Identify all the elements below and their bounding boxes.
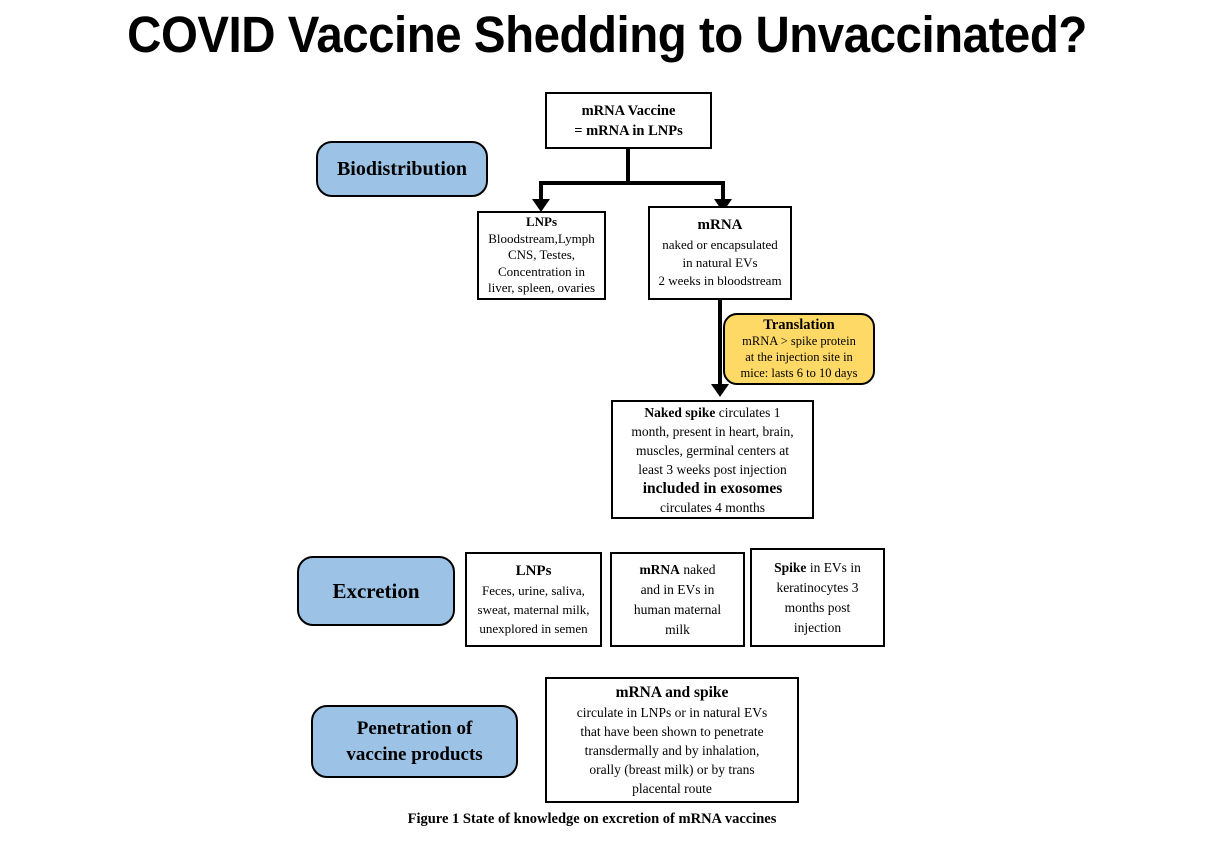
node-mrna-biodistribution-heading: mRNA xyxy=(697,217,743,233)
node-lnps-biodistribution-line-1: Bloodstream,Lymph xyxy=(488,230,595,246)
node-excretion-lnps: LNPs Feces, urine, saliva, sweat, matern… xyxy=(465,552,602,647)
connector-to-mrna xyxy=(721,181,725,204)
stage-badge-penetration-line1: Penetration of xyxy=(356,717,473,739)
node-excretion-lnps-heading: LNPs xyxy=(515,562,552,579)
node-lnps-biodistribution-line-2: CNS, Testes, xyxy=(507,247,576,263)
node-excretion-spike: Spike in EVs in keratinocytes 3 months p… xyxy=(750,548,885,647)
node-naked-spike-line-6: circulates 4 months xyxy=(660,499,765,515)
connector-mrna-to-naked-spike xyxy=(718,300,722,386)
node-naked-spike-line-3: muscles, germinal centers at xyxy=(636,442,789,458)
node-mrna-vaccine-line2: = mRNA in LNPs xyxy=(574,122,683,139)
node-translation-line-1: mRNA > spike protein xyxy=(742,334,856,348)
node-penetration-products-heading: mRNA and spike xyxy=(615,683,729,701)
node-penetration-products-line-5: placental route xyxy=(632,780,712,796)
page-title: COVID Vaccine Shedding to Unvaccinated? xyxy=(127,6,1087,63)
node-excretion-lnps-line-2: sweat, maternal milk, xyxy=(477,601,590,617)
node-excretion-mrna-line-1: mRNA naked xyxy=(639,560,715,580)
node-naked-spike-line-1: Naked spike circulates 1 xyxy=(644,403,780,422)
node-excretion-mrna: mRNA naked and in EVs in human maternal … xyxy=(610,552,745,647)
node-translation-heading: Translation xyxy=(763,317,835,333)
connector-source-stem xyxy=(626,149,630,184)
node-lnps-biodistribution-line-3: Concentration in xyxy=(497,263,585,279)
node-penetration-products-line-3: transdermally and by inhalation, xyxy=(584,742,760,758)
node-excretion-mrna-line-1-bold: mRNA xyxy=(639,561,680,577)
node-mrna-vaccine: mRNA Vaccine = mRNA in LNPs xyxy=(545,92,712,149)
node-excretion-mrna-line-3: human maternal xyxy=(633,601,722,617)
node-penetration-products-line-4: orally (breast milk) or by trans xyxy=(589,761,755,777)
stage-badge-excretion: Excretion xyxy=(297,556,455,626)
node-naked-spike: Naked spike circulates 1 month, present … xyxy=(611,400,814,519)
node-excretion-spike-line-2: keratinocytes 3 xyxy=(776,579,859,595)
node-excretion-spike-line-1-rest: in EVs in xyxy=(806,559,861,575)
node-excretion-spike-line-1-bold: Spike xyxy=(774,559,807,575)
stage-badge-biodistribution-label: Biodistribution xyxy=(336,157,468,180)
node-mrna-vaccine-line1: mRNA Vaccine xyxy=(581,102,676,119)
node-mrna-biodistribution-line-2: in natural EVs xyxy=(682,255,758,270)
connector-split-bar xyxy=(539,181,725,185)
node-excretion-spike-line-1: Spike in EVs in xyxy=(774,558,861,578)
node-excretion-spike-line-3: months post xyxy=(784,599,851,615)
node-naked-spike-line-1-bold: Naked spike xyxy=(644,404,716,420)
node-excretion-lnps-line-1: Feces, urine, saliva, xyxy=(482,582,585,598)
arrowhead-to-lnps xyxy=(532,199,550,212)
node-naked-spike-line-5: included in exosomes xyxy=(642,479,783,497)
node-mrna-biodistribution-line-3: 2 weeks in bloodstream xyxy=(658,273,782,288)
node-mrna-biodistribution: mRNA naked or encapsulated in natural EV… xyxy=(648,206,792,300)
figure-caption: Figure 1 State of knowledge on excretion… xyxy=(407,811,777,827)
node-excretion-mrna-line-2: and in EVs in xyxy=(640,581,715,597)
node-excretion-mrna-line-1-rest: naked xyxy=(679,561,716,577)
node-penetration-products-line-2: that have been shown to penetrate xyxy=(580,723,764,739)
node-mrna-biodistribution-line-1: naked or encapsulated xyxy=(662,237,778,252)
node-lnps-biodistribution-heading: LNPs xyxy=(525,214,558,230)
stage-badge-penetration: Penetration of vaccine products xyxy=(311,705,518,778)
node-naked-spike-line-1-rest: circulates 1 xyxy=(715,404,781,420)
stage-badge-excretion-label: Excretion xyxy=(332,578,420,603)
node-excretion-lnps-line-3: unexplored in semen xyxy=(479,620,588,636)
node-excretion-mrna-line-4: milk xyxy=(665,621,690,637)
node-lnps-biodistribution-line-4: liver, spleen, ovaries xyxy=(487,280,596,296)
node-excretion-spike-line-4: injection xyxy=(793,619,842,635)
node-translation: Translation mRNA > spike protein at the … xyxy=(723,313,875,385)
node-translation-line-3: mice: lasts 6 to 10 days xyxy=(740,366,858,380)
stage-badge-biodistribution: Biodistribution xyxy=(316,141,488,197)
stage-badge-penetration-line2: vaccine products xyxy=(346,743,483,765)
node-naked-spike-line-2: month, present in heart, brain, xyxy=(631,423,794,439)
node-penetration-products: mRNA and spike circulate in LNPs or in n… xyxy=(545,677,799,803)
node-naked-spike-line-4: least 3 weeks post injection xyxy=(638,461,787,477)
node-translation-line-2: at the injection site in xyxy=(745,350,853,364)
node-penetration-products-line-1: circulate in LNPs or in natural EVs xyxy=(576,704,768,720)
arrowhead-to-naked-spike xyxy=(711,384,729,397)
connector-to-lnps xyxy=(539,181,543,204)
node-lnps-biodistribution: LNPs Bloodstream,Lymph CNS, Testes, Conc… xyxy=(477,211,606,300)
